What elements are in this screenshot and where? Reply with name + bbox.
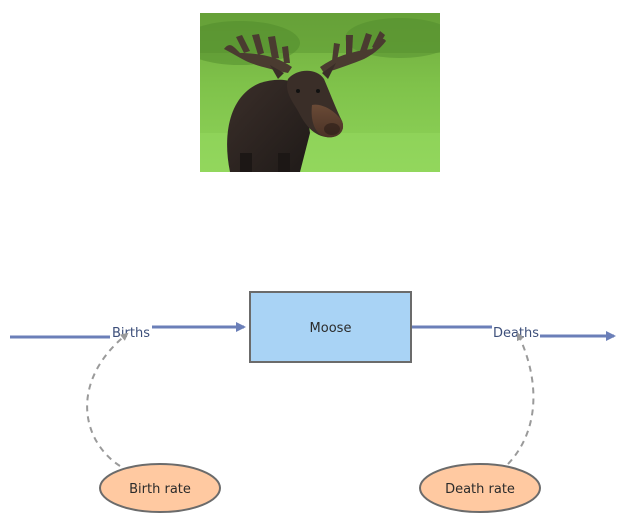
birth-rate-link [86, 332, 129, 467]
outflow-label[interactable]: Deaths [493, 326, 539, 341]
moose-photo [200, 13, 440, 172]
stock-box[interactable] [249, 291, 412, 363]
inflow-label[interactable]: Births [112, 326, 150, 341]
death-rate-converter[interactable] [419, 463, 541, 513]
birth-rate-converter[interactable] [99, 463, 221, 513]
stock-label: Moose [310, 321, 352, 336]
moose-photo-image [200, 13, 440, 172]
death-rate-link [507, 332, 535, 465]
birth-rate-label: Birth rate [129, 482, 191, 497]
death-rate-label: Death rate [445, 482, 515, 497]
